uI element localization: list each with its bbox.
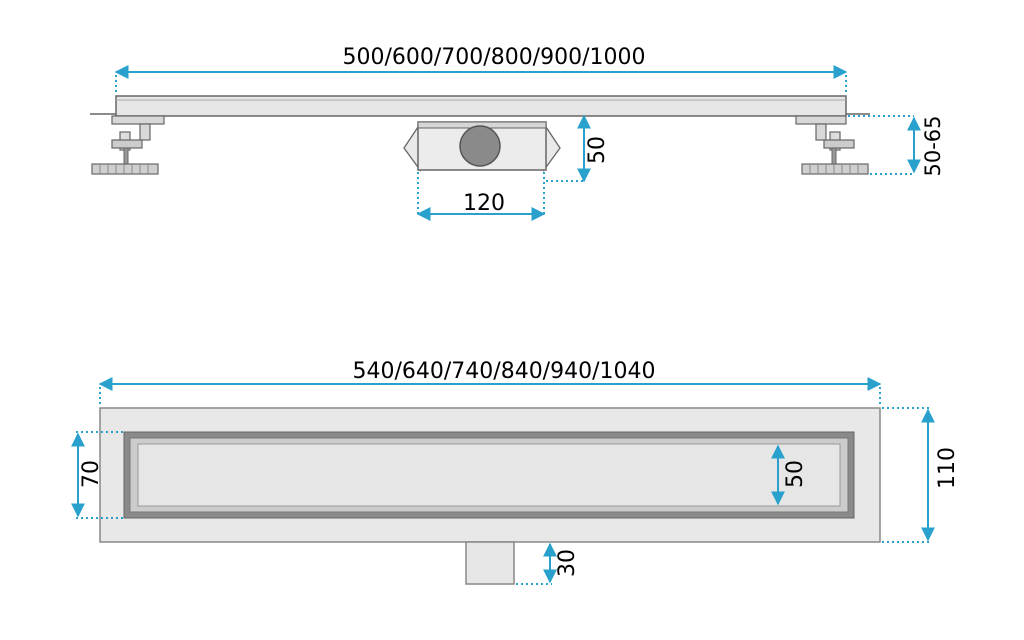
top-length-label: 500/600/700/800/900/1000 [342,45,645,70]
inner-height-label: 70 [79,460,104,488]
inner-height-dimension: 70 [71,431,124,519]
grate [137,443,841,507]
outlet-height-label: 50 [585,136,610,164]
side-view: 500/600/700/800/900/1000 120 50 50-65 [90,45,945,221]
grate-height-label: 50 [783,460,808,488]
outlet-siphon [403,121,561,172]
outlet-width-dimension: 120 [416,172,546,221]
bottom-length-dimension: 540/640/740/840/940/1040 [98,359,882,404]
outlet-pipe-circle [459,125,501,167]
outlet-depth-label: 30 [555,549,580,577]
bottom-length-label: 540/640/740/840/940/1040 [352,359,655,384]
outlet-height-dimension: 50 [546,114,610,183]
grate-height-dimension: 50 [771,444,808,506]
plan-view: 540/640/740/840/940/1040 70 50 110 30 [71,359,960,585]
channel-body [115,95,847,117]
outlet-depth-dimension: 30 [516,542,580,585]
left-adjustable-foot [91,115,165,175]
top-length-dimension: 500/600/700/800/900/1000 [114,45,848,92]
outlet-stub [465,541,515,585]
outlet-width-label: 120 [463,191,505,216]
right-adjustable-foot [795,115,869,175]
total-height-dimension: 110 [882,407,960,543]
foot-height-dimension: 50-65 [848,115,945,177]
total-height-label: 110 [935,447,960,489]
foot-height-label: 50-65 [921,115,945,176]
